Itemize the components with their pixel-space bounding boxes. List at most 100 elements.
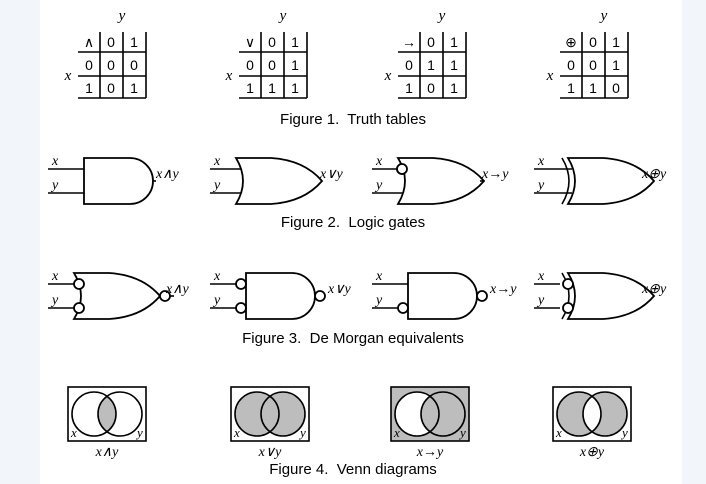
venn-region-intersection (583, 392, 601, 436)
figure-3-caption: Figure 3. De Morgan equivalents (242, 330, 464, 347)
column-header: 1 (612, 34, 620, 50)
table-cell: 1 (450, 57, 458, 73)
table-cell: 1 (612, 57, 620, 73)
output-label: x∨y (319, 167, 343, 182)
column-variable: y (437, 8, 446, 24)
venn-expression-label: x⊕y (579, 445, 605, 460)
table-cell: 1 (427, 57, 435, 73)
output-label: x→y (489, 282, 517, 297)
table-cell: 0 (107, 80, 115, 96)
figure-4-caption: Figure 4. Venn diagrams (269, 461, 437, 478)
table-cell: 1 (268, 80, 276, 96)
input-label-x: x (537, 154, 545, 169)
table-cell: 1 (291, 57, 299, 73)
input-label-y: y (536, 178, 545, 193)
venn-diagram: x y x→y (390, 386, 470, 460)
venn-diagram: x y x∨y (230, 386, 310, 460)
truth-table-or: y x ∨ 0 1 0 0 1 1 1 1 (225, 8, 308, 99)
operator-symbol: ⊕ (565, 34, 577, 50)
venn-set-label-x: x (393, 425, 400, 440)
input-label-x: x (51, 269, 59, 284)
column-variable: y (278, 8, 287, 24)
input-label-y: y (50, 293, 59, 308)
row-header: 1 (85, 80, 93, 96)
table-cell: 0 (107, 57, 115, 73)
table-cell: 0 (130, 57, 138, 73)
row-header: 0 (567, 57, 575, 73)
venn-expression-label: x∨y (258, 445, 282, 460)
venn-circle-y (97, 391, 143, 437)
input-label-y: y (374, 178, 383, 193)
left-margin (0, 0, 40, 484)
implication-gate: x y x→y (372, 154, 509, 205)
venn-universe-box (552, 386, 632, 442)
operator-symbol: ∨ (245, 34, 255, 50)
venn-region-intersection (98, 392, 116, 436)
row-variable: x (64, 68, 72, 84)
truth-table-implies: y x → 0 1 0 1 1 1 0 1 (384, 8, 467, 99)
venn-circle-y (582, 391, 628, 437)
venn-set-label-y: y (458, 425, 466, 440)
row-variable: x (225, 68, 233, 84)
truth-table-xor: y x ⊕ 0 1 0 0 1 1 1 0 (546, 8, 629, 99)
venn-circle-x (394, 391, 440, 437)
table-cell: 1 (130, 80, 138, 96)
column-header: 0 (107, 34, 115, 50)
operator-symbol: ∧ (84, 34, 94, 50)
row-header: 1 (246, 80, 254, 96)
row-header: 0 (405, 57, 413, 73)
venn-expression-label: x→y (416, 445, 444, 460)
venn-set-label-y: y (620, 425, 628, 440)
input-label-x: x (375, 154, 383, 169)
row-variable: x (546, 68, 554, 84)
right-margin (682, 0, 706, 484)
de-morgan-xor: x y x⊕y (534, 269, 667, 320)
column-header: 1 (291, 34, 299, 50)
operator-symbol: → (402, 34, 416, 50)
input-label-y: y (50, 178, 59, 193)
table-cell: 0 (612, 80, 620, 96)
output-label: x⊕y (641, 282, 667, 297)
table-cell: 0 (589, 57, 597, 73)
input-label-x: x (213, 269, 221, 284)
output-label: x∧y (165, 282, 189, 297)
de-morgan-implies: x y x→y (372, 269, 517, 320)
table-cell: 1 (589, 80, 597, 96)
venn-circle-x (71, 391, 117, 437)
venn-set-label-y: y (298, 425, 306, 440)
output-label: x∧y (155, 167, 179, 182)
column-variable: y (599, 8, 608, 24)
column-header: 0 (589, 34, 597, 50)
input-label-x: x (213, 154, 221, 169)
xor-gate: x y x⊕y (534, 154, 667, 205)
column-header: 0 (427, 34, 435, 50)
row-variable: x (384, 68, 392, 84)
venn-set-label-x: x (555, 425, 562, 440)
column-header: 1 (130, 34, 138, 50)
de-morgan-and: x y x∧y (48, 269, 189, 320)
figure-1-caption: Figure 1. Truth tables (280, 111, 426, 128)
de-morgan-gates: x y x∧y x y x∨y (48, 269, 667, 320)
venn-region-intersection (421, 392, 439, 436)
venn-set-label-x: x (70, 425, 77, 440)
column-variable: y (117, 8, 126, 24)
input-label-x: x (51, 154, 59, 169)
column-header: 0 (268, 34, 276, 50)
and-gate: x y x∧y (48, 154, 179, 205)
venn-set-label-y: y (135, 425, 143, 440)
venn-circle-x (556, 391, 602, 437)
table-cell: 0 (427, 80, 435, 96)
output-label: x∨y (327, 282, 351, 297)
venn-universe-box (390, 386, 470, 442)
venn-universe-box (67, 386, 147, 442)
venn-set-label-x: x (233, 425, 240, 440)
row-header: 0 (246, 57, 254, 73)
input-label-x: x (375, 269, 383, 284)
figure-2-caption: Figure 2. Logic gates (280, 214, 426, 231)
venn-circle-x (234, 391, 280, 437)
column-header: 1 (450, 34, 458, 50)
